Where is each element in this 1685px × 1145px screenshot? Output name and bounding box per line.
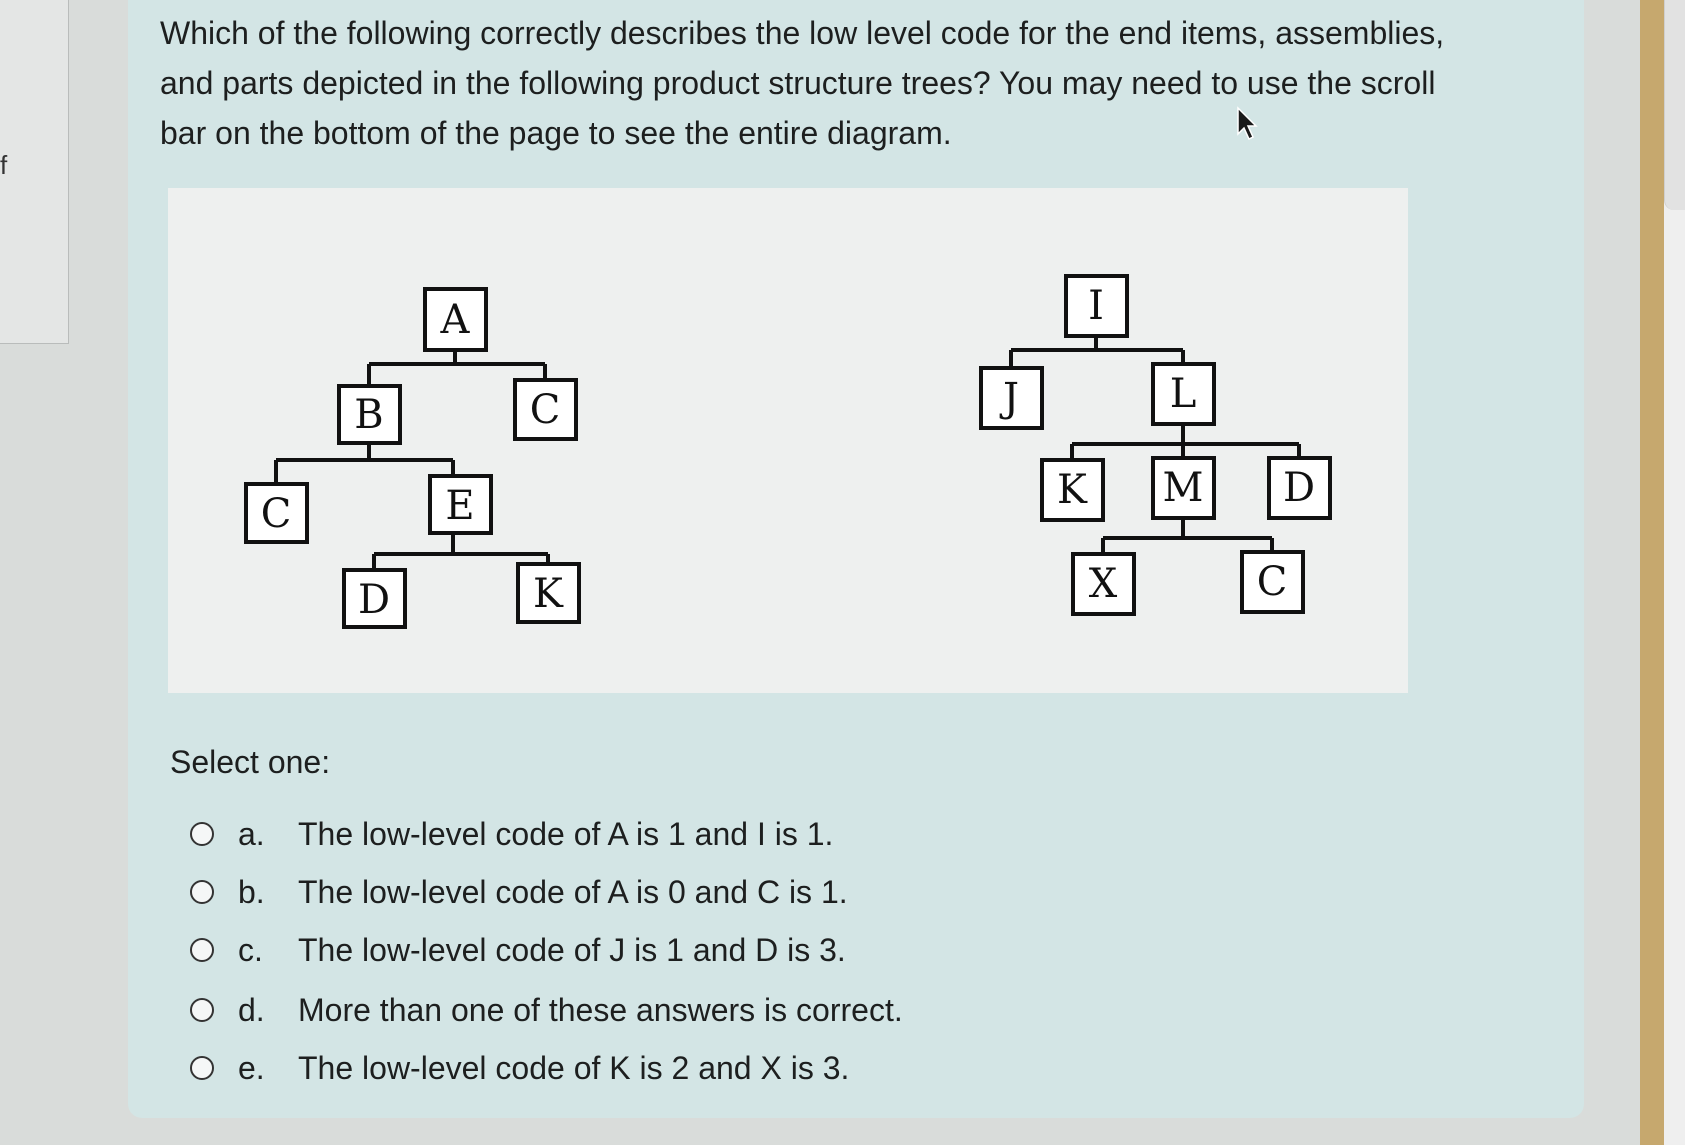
tree-node-label: E (445, 483, 474, 529)
right-accent-bar (1640, 0, 1664, 1145)
answer-option-d[interactable]: d. More than one of these answers is cor… (190, 988, 903, 1032)
answer-option-e[interactable]: e. The low-level code of K is 2 and X is… (190, 1046, 849, 1090)
option-letter: b. (238, 873, 265, 910)
tree-1: A B C C E D K (244, 287, 581, 629)
mouse-pointer-icon (1237, 106, 1258, 141)
tree-node (342, 568, 407, 629)
option-letter: a. (238, 815, 265, 852)
option-text: The low-level code of A is 1 and I is 1. (298, 815, 834, 852)
tree-node (337, 384, 402, 445)
tree-node (1071, 552, 1136, 616)
scrollbar-thumb[interactable] (1664, 0, 1685, 210)
tree-node (1240, 550, 1305, 614)
tree-node-label: K (533, 571, 564, 617)
tree-node-label: D (1283, 465, 1315, 511)
tree-node (1151, 456, 1216, 520)
tree-node-label: C (530, 387, 561, 433)
tree-node-label: X (1089, 561, 1118, 607)
option-letter: c. (238, 931, 263, 968)
answer-option-c[interactable]: c. The low-level code of J is 1 and D is… (190, 928, 846, 972)
select-one-label: Select one: (170, 744, 331, 780)
tree-node-label: C (261, 491, 292, 537)
tree-node (428, 474, 493, 535)
tree-node (1267, 456, 1332, 520)
left-side-panel: f (0, 0, 69, 344)
tree-node-label: I (1088, 283, 1104, 329)
tree-node (423, 287, 488, 352)
radio-unchecked-icon[interactable] (190, 998, 214, 1022)
tree-2: I J L K M D X C (979, 274, 1332, 616)
tree-node-label: D (358, 577, 390, 623)
right-edge-panel (1664, 0, 1685, 1145)
tree-node (244, 482, 309, 544)
option-text: More than one of these answers is correc… (298, 991, 903, 1028)
question-line: bar on the bottom of the page to see the… (160, 115, 952, 151)
product-structure-trees: A B C C E D K (244, 274, 1332, 629)
tree-node-label: K (1057, 467, 1088, 513)
answer-option-a[interactable]: a. The low-level code of A is 1 and I is… (190, 812, 833, 856)
radio-unchecked-icon[interactable] (190, 822, 214, 846)
tree-node (1064, 274, 1129, 338)
left-panel-text: f (0, 150, 8, 180)
question-text: Which of the following correctly describ… (160, 8, 1540, 158)
option-text: The low-level code of A is 0 and C is 1. (298, 873, 848, 910)
tree-node-label: M (1163, 465, 1204, 511)
question-line: Which of the following correctly describ… (160, 15, 1445, 51)
tree-node (516, 562, 581, 624)
tree-node (513, 378, 578, 441)
tree-node (979, 366, 1044, 430)
option-text: The low-level code of J is 1 and D is 3. (298, 931, 846, 968)
tree-node (1040, 458, 1105, 522)
product-structure-diagram: A B C C E D K (168, 188, 1408, 693)
radio-unchecked-icon[interactable] (190, 1056, 214, 1080)
option-text: The low-level code of K is 2 and X is 3. (298, 1049, 850, 1086)
tree-node-label: C (1257, 559, 1288, 605)
tree-node-label: A (440, 297, 471, 343)
answer-option-b[interactable]: b. The low-level code of A is 0 and C is… (190, 870, 848, 914)
tree-node (1151, 362, 1216, 426)
radio-unchecked-icon[interactable] (190, 880, 214, 904)
option-letter: e. (238, 1049, 265, 1086)
question-line: and parts depicted in the following prod… (160, 65, 1436, 101)
option-letter: d. (238, 991, 265, 1028)
tree-node-label: L (1170, 371, 1197, 417)
radio-unchecked-icon[interactable] (190, 938, 214, 962)
tree-node-label: J (999, 375, 1019, 421)
tree-node-label: B (354, 392, 383, 438)
